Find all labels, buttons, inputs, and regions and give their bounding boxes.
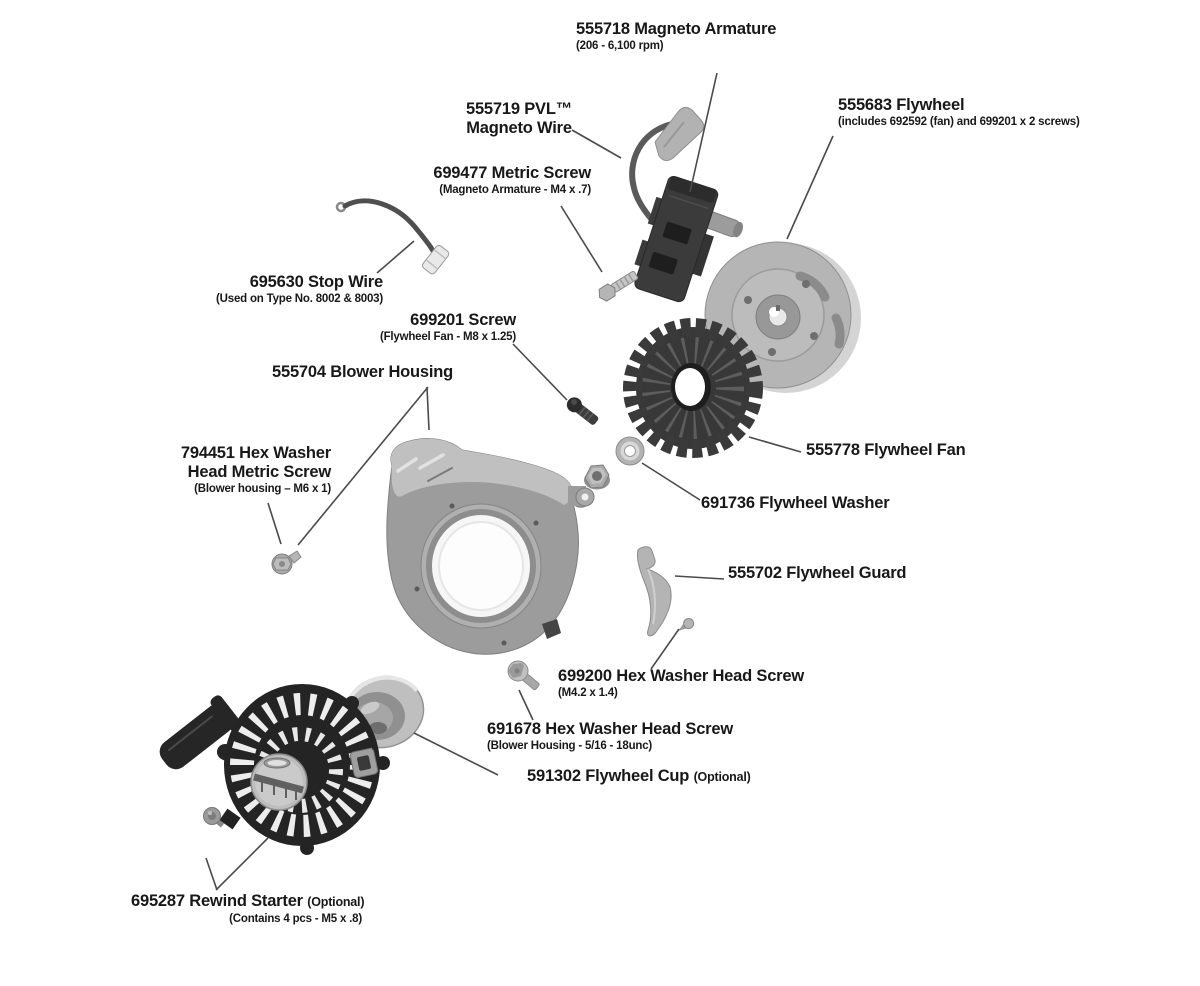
label-flywheel-fan-title: 555778 Flywheel Fan (806, 441, 966, 459)
label-blower-housing-title: 555704 Blower Housing (272, 363, 454, 381)
label-pvl-title: 555719 PVL™ (465, 100, 573, 118)
leader-line-flywheel-guard (674, 575, 725, 580)
flywheel-washer-part (615, 436, 645, 466)
label-flywheel-fan: 555778 Flywheel Fan (806, 441, 966, 460)
label-magneto-armature-sub: (206 - 6,100 rpm) (576, 40, 664, 52)
stop-wire-part (335, 198, 450, 275)
leader-line-blower-housing (426, 386, 430, 431)
label-699200-sub: (M4.2 x 1.4) (558, 687, 618, 699)
label-screw-699201: 699201 Screw (Flywheel Fan - M8 x 1.25) (350, 311, 516, 344)
leader-line-metric-screw-699477 (560, 205, 603, 273)
label-screw-794451: 794451 Hex Washer Head Metric Screw (Blo… (168, 444, 331, 496)
leader-line-flywheel-washer (641, 462, 701, 501)
label-flywheel-cup: 591302 Flywheel Cup (Optional) (527, 767, 751, 787)
label-stop-wire-title: 695630 Stop Wire (249, 273, 383, 291)
label-rewind-starter: 695287 Rewind Starter (Optional) (Contai… (131, 892, 365, 926)
screw-699201-part (566, 397, 599, 425)
label-flywheel: 555683 Flywheel (includes 692592 (fan) a… (838, 96, 1080, 129)
leader-line-flywheel (786, 135, 834, 240)
label-691678-sub: (Blower Housing - 5/16 - 18unc) (487, 740, 653, 752)
leader-line-rewind-starter (205, 857, 218, 891)
leader-line-screw-699201 (512, 343, 568, 401)
blower-housing-part (386, 438, 595, 655)
screw-794451-part (271, 550, 302, 575)
leader-line-screw-794451 (267, 502, 282, 545)
label-flywheel-title: 555683 Flywheel (838, 96, 965, 114)
leader-line-flywheel-cup (413, 732, 499, 776)
leader-line-screw-691678 (518, 689, 534, 721)
flywheel-guard-part (637, 546, 672, 637)
label-flywheel-cup-title: 591302 Flywheel Cup (Optional) (527, 767, 751, 787)
label-flywheel-guard: 555702 Flywheel Guard (728, 564, 907, 583)
label-rewind-starter-sub: (Contains 4 pcs - M5 x .8) (229, 913, 362, 925)
rewind-starter-part (159, 684, 390, 855)
starter-screw-part (203, 807, 225, 828)
label-flywheel-sub: (includes 692592 (fan) and 699201 x 2 sc… (838, 116, 1080, 128)
label-flywheel-cup-text: 591302 Flywheel Cup (527, 767, 690, 785)
label-699200-title: 699200 Hex Washer Head Screw (558, 667, 805, 685)
screw-691678-part (507, 660, 540, 691)
label-flywheel-cup-suffix: (Optional) (693, 770, 751, 784)
starter-handle (159, 695, 242, 770)
screw-699200-part (678, 618, 695, 631)
label-stop-wire-sub: (Used on Type No. 8002 & 8003) (216, 293, 383, 305)
label-screw-699200: 699200 Hex Washer Head Screw (M4.2 x 1.4… (558, 667, 804, 700)
label-pvl-magneto-wire: 555719 PVL™ Magneto Wire (458, 100, 580, 138)
label-blower-housing: 555704 Blower Housing (272, 363, 453, 382)
label-699201-title: 699201 Screw (410, 311, 516, 329)
label-691678-title: 691678 Hex Washer Head Screw (487, 720, 734, 738)
label-rewind-starter-text: 695287 Rewind Starter (131, 892, 303, 910)
label-screw-691678: 691678 Hex Washer Head Screw (Blower Hou… (487, 720, 733, 753)
leader-line-flywheel-fan (748, 436, 802, 453)
label-794451-title: 794451 Hex Washer (180, 444, 331, 462)
leader-line-stop-wire (376, 240, 415, 274)
label-pvl-title2: Magneto Wire (466, 119, 572, 137)
label-794451-sub: (Blower housing – M6 x 1) (194, 483, 331, 495)
label-699201-sub: (Flywheel Fan - M8 x 1.25) (379, 331, 516, 343)
label-flywheel-guard-title: 555702 Flywheel Guard (728, 564, 907, 582)
label-699477-title: 699477 Metric Screw (433, 164, 591, 182)
label-stop-wire: 695630 Stop Wire (Used on Type No. 8002 … (196, 273, 383, 306)
leader-line-screw-699200 (650, 628, 680, 670)
label-rewind-starter-suffix: (Optional) (307, 895, 365, 909)
leader-line-blower-housing (297, 386, 429, 546)
label-699477-sub: (Magneto Armature - M4 x .7) (439, 184, 591, 196)
label-flywheel-washer: 691736 Flywheel Washer (701, 494, 890, 513)
label-flywheel-washer-title: 691736 Flywheel Washer (701, 494, 890, 512)
label-rewind-starter-title: 695287 Rewind Starter (Optional) (131, 892, 365, 912)
flywheel-fan-part (623, 318, 763, 458)
medallion-band (253, 773, 304, 794)
leader-line-rewind-starter (215, 837, 269, 891)
leader-line-magneto-armature (689, 72, 718, 193)
metric-screw-699477-part (598, 270, 639, 302)
flywheel-nut-part (584, 464, 610, 490)
magneto-wire-part (629, 106, 705, 225)
label-magneto-armature: 555718 Magneto Armature (206 - 6,100 rpm… (576, 20, 776, 53)
flywheel-part (704, 241, 861, 393)
label-794451-title2: Head Metric Screw (187, 463, 332, 481)
leader-line-pvl-magneto-wire (571, 129, 622, 159)
magneto-armature-part (634, 175, 744, 303)
label-magneto-armature-title: 555718 Magneto Armature (576, 20, 777, 38)
label-metric-screw-699477: 699477 Metric Screw (Magneto Armature - … (400, 164, 591, 197)
